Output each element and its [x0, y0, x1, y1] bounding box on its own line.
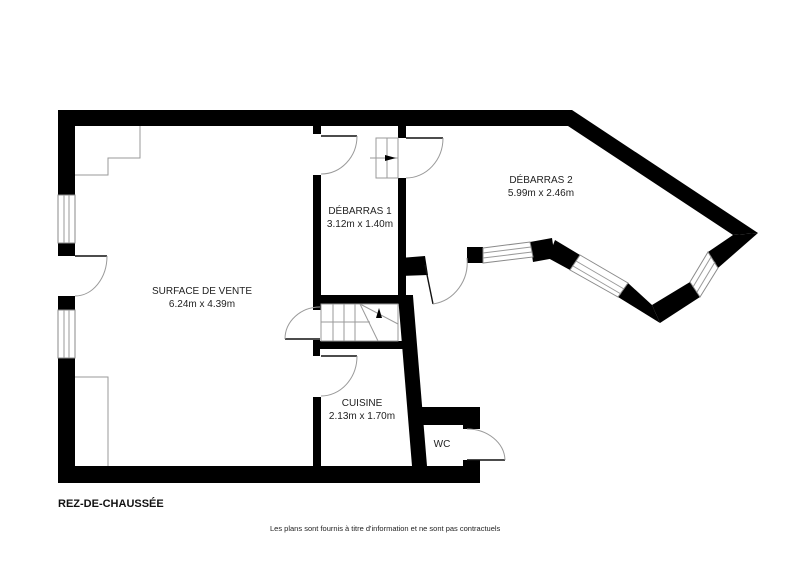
right-lower-wall-1 — [652, 282, 700, 323]
room-name: SURFACE DE VENTE — [151, 286, 253, 297]
wall-debarras1-right — [398, 178, 406, 298]
diagonal-wall — [398, 296, 427, 466]
disclaimer: Les plans sont fournis à titre d'informa… — [270, 524, 501, 533]
wall-debarras1-right-top — [398, 126, 406, 138]
room-name: DÉBARRAS 1 — [328, 206, 392, 217]
stair-arrow-up-icon — [376, 308, 382, 318]
window-left-lower — [57, 309, 76, 359]
room-dimensions: 3.12m x 1.40m — [326, 219, 394, 230]
room-cuisine: CUISINE 2.13m x 1.70m — [329, 397, 395, 423]
stair-arrow-icon — [385, 155, 396, 161]
room-dimensions: 6.24m x 4.39m — [168, 299, 236, 310]
door-wc-swing — [466, 428, 506, 461]
left-wall-mid-2 — [58, 296, 75, 310]
left-wall-top — [58, 110, 75, 195]
room-name: DÉBARRAS 2 — [509, 175, 573, 186]
top-wall — [58, 110, 758, 235]
counter-bottom-left — [75, 376, 109, 466]
doors — [74, 135, 506, 461]
wc-right-wall-bottom — [463, 460, 480, 483]
room-dimensions: 5.99m x 2.46m — [507, 188, 575, 199]
door-cuisine-swing — [320, 355, 358, 397]
debarras2-door-jamb — [400, 256, 428, 276]
room-dimensions: 2.13m x 1.70m — [328, 411, 396, 422]
bottom-left-block — [530, 238, 555, 262]
left-wall-bottom — [58, 358, 75, 483]
bottom-wall — [58, 466, 478, 483]
bottom-corner-wall — [618, 283, 660, 323]
room-wc: WC — [434, 438, 451, 451]
cuisine-left-wall — [313, 397, 321, 469]
wc-right-wall-top — [463, 407, 480, 429]
floor-title: REZ-DE-CHAUSSÉE — [58, 498, 164, 510]
room-name: CUISINE — [341, 398, 383, 409]
window-debarras2-2 — [569, 254, 629, 298]
door-debarras2-lower-swing — [432, 257, 468, 305]
stair-left-wall — [313, 340, 320, 356]
windows — [57, 194, 719, 359]
window-left-upper — [57, 194, 76, 244]
bottom-window-left-block — [467, 247, 483, 263]
door-debarras1-swing — [320, 135, 358, 175]
room-surface-de-vente: SURFACE DE VENTE 6.24m x 4.39m — [152, 285, 252, 311]
wall-debarras1-left-top — [313, 126, 321, 134]
door-stair-swing — [284, 306, 321, 340]
stairs — [320, 137, 399, 342]
stair-top-wall — [313, 295, 413, 304]
door-debarras2-swing — [405, 137, 444, 179]
counter-top-left — [75, 126, 141, 176]
door-entrance-swing — [74, 255, 108, 297]
wall-debarras1-left — [313, 175, 321, 310]
walls — [58, 110, 758, 483]
fixtures — [75, 126, 141, 466]
left-wall-mid-1 — [58, 243, 75, 256]
door-debarras2-lower-leaf — [424, 264, 434, 305]
right-corner-wall — [708, 233, 758, 268]
bottom-diag-wall — [548, 240, 580, 270]
room-name: WC — [433, 439, 451, 450]
room-debarras-1: DÉBARRAS 1 3.12m x 1.40m — [327, 205, 393, 231]
stair-bottom-wall — [313, 341, 413, 349]
room-debarras-2: DÉBARRAS 2 5.99m x 2.46m — [508, 174, 574, 200]
